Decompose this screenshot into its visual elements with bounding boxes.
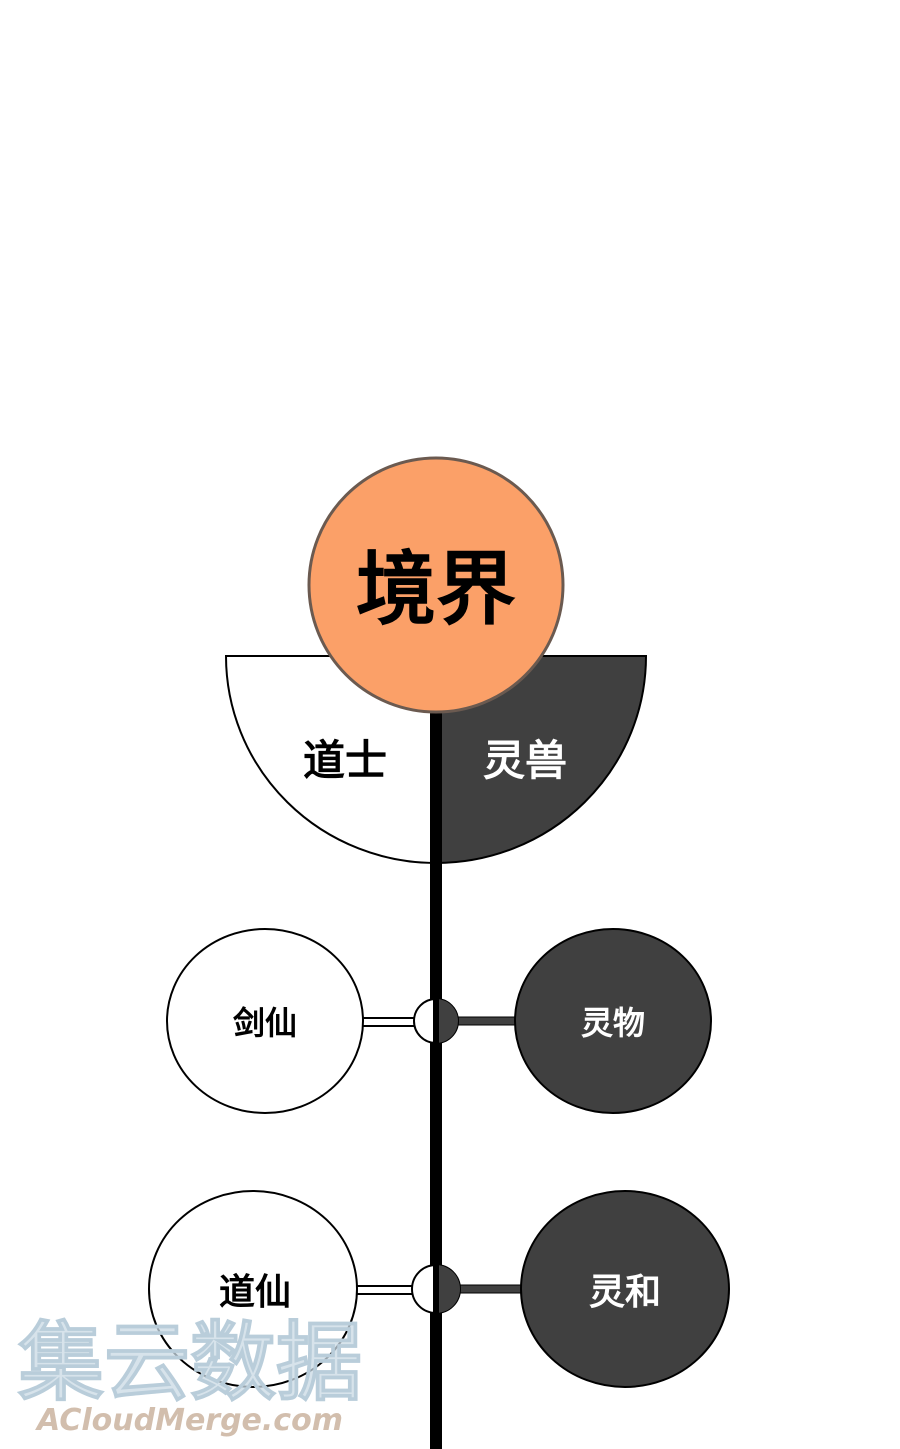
level1-junction-right-half [436,999,458,1043]
jianxian-node [166,928,364,1114]
daoshi-half-bowl [224,655,437,865]
level2-left-connector [354,1285,418,1295]
lingwu-node [514,928,712,1114]
lingshou-half-bowl [435,655,648,865]
root-label: 境界 [356,543,516,636]
daoxian-node [148,1190,358,1388]
jianxian-label: 剑仙 [233,1004,297,1042]
watermark-cn: 集云数据 [17,1313,362,1413]
lingshou-label: 灵兽 [483,736,567,785]
linghe-node [520,1190,730,1388]
lingwu-label: 灵物 [581,1004,645,1042]
level1-left-connector [359,1017,418,1027]
root-circle [307,456,565,714]
daoshi-label: 道士 [303,736,387,785]
level1-right-connector [454,1016,520,1026]
watermark-en: ACloudMerge.com [35,1403,343,1438]
daoxian-label: 道仙 [219,1272,291,1313]
level2-junction-right-half [436,1265,460,1313]
linghe-label: 灵和 [589,1272,661,1313]
level2-right-connector [454,1284,526,1294]
